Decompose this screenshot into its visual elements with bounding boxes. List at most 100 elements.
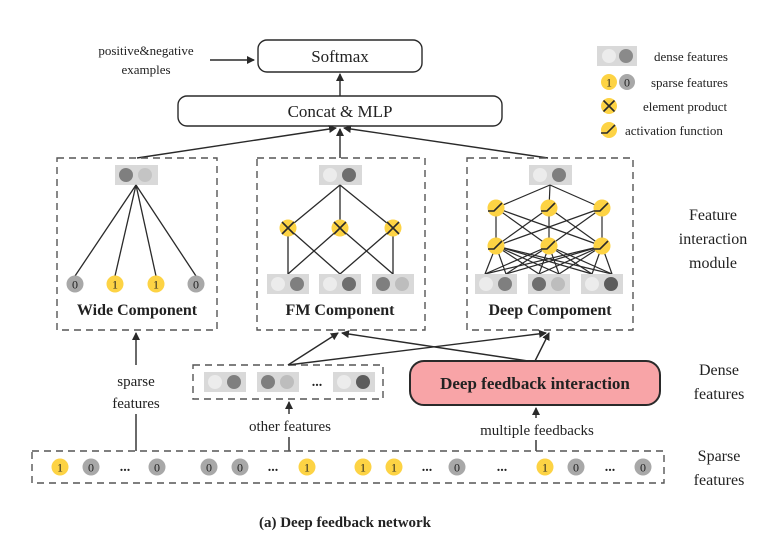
svg-text:0: 0 bbox=[193, 278, 199, 292]
sparse-features-label-2: features bbox=[694, 472, 745, 489]
deep-input-embedding bbox=[475, 274, 517, 294]
other-to-fm-arrow bbox=[287, 332, 339, 366]
svg-text:0: 0 bbox=[640, 461, 646, 475]
sparse-features-row-box bbox=[31, 450, 665, 484]
fm-product-node bbox=[331, 219, 349, 237]
deep-hidden-node-layer1 bbox=[487, 199, 505, 217]
deep-hidden-node-layer1 bbox=[540, 199, 558, 217]
svg-text:0: 0 bbox=[88, 461, 94, 475]
figure-caption: (a) Deep feedback network bbox=[259, 515, 432, 531]
deep-hidden-node-layer2 bbox=[487, 237, 505, 255]
svg-text:0: 0 bbox=[206, 461, 212, 475]
feedback-to-deep-arrow bbox=[534, 332, 550, 362]
sparse-feature-node: 1 bbox=[536, 458, 554, 476]
legend-activation-icon bbox=[601, 122, 617, 138]
wide-input-node: 1 bbox=[106, 275, 124, 293]
legend-activation-label: activation function bbox=[625, 123, 723, 138]
deep-dense-dot-2 bbox=[552, 168, 566, 182]
fm-dense-dot-2 bbox=[342, 168, 356, 182]
sparse-feature-node: 1 bbox=[354, 458, 372, 476]
wide-input-node: 1 bbox=[147, 275, 165, 293]
wide-input-node: 0 bbox=[187, 275, 205, 293]
sparse-feature-node: 0 bbox=[567, 458, 585, 476]
softmax-label: Softmax bbox=[311, 47, 369, 66]
fm-component-title: FM Component bbox=[286, 302, 396, 319]
wide-dense-dot-1 bbox=[119, 168, 133, 182]
deep-input-embedding bbox=[528, 274, 570, 294]
pos-neg-label-line1: positive&negative bbox=[98, 43, 194, 58]
svg-text:0: 0 bbox=[72, 278, 78, 292]
svg-text:1: 1 bbox=[304, 461, 310, 475]
sparse-ellipsis: ... bbox=[120, 460, 131, 475]
deep-component: Deep Compoment bbox=[466, 157, 634, 331]
other-features-label: other features bbox=[249, 419, 331, 435]
fm-input-embedding bbox=[319, 274, 361, 294]
sparse-feature-node: 1 bbox=[385, 458, 403, 476]
deep-hidden-node-layer2 bbox=[593, 237, 611, 255]
feature-interaction-label-1: Feature bbox=[689, 207, 737, 224]
other-features-box bbox=[192, 364, 384, 400]
sparse-ellipsis: ... bbox=[605, 460, 616, 475]
sparse-feature-node: 0 bbox=[200, 458, 218, 476]
fm-input-embedding bbox=[267, 274, 309, 294]
concat-mlp-label: Concat & MLP bbox=[288, 102, 393, 121]
sparse-features-mid-label-1: sparse bbox=[117, 374, 155, 390]
fm-input-embedding bbox=[372, 274, 414, 294]
feature-interaction-label-3: module bbox=[689, 255, 737, 272]
sparse-ellipsis: ... bbox=[422, 460, 433, 475]
svg-text:0: 0 bbox=[454, 461, 460, 475]
svg-text:1: 1 bbox=[391, 461, 397, 475]
legend: dense features 1 0 sparse features eleme… bbox=[597, 46, 728, 138]
wide-to-concat-arrow bbox=[136, 125, 337, 159]
fm-dense-dot-1 bbox=[323, 168, 337, 182]
sparse-feature-node: 1 bbox=[51, 458, 69, 476]
svg-text:0: 0 bbox=[237, 461, 243, 475]
feedback-to-fm-arrow bbox=[341, 330, 529, 362]
legend-sparse-label: sparse features bbox=[651, 75, 728, 90]
svg-text:1: 1 bbox=[360, 461, 366, 475]
sparse-feature-node: 0 bbox=[448, 458, 466, 476]
svg-text:0: 0 bbox=[573, 461, 579, 475]
sparse-feature-node: 0 bbox=[82, 458, 100, 476]
legend-product-icon bbox=[601, 98, 617, 114]
legend-dense-light-dot bbox=[602, 49, 616, 63]
sparse-features-mid-label-2: features bbox=[112, 396, 160, 412]
multiple-feedbacks-label: multiple feedbacks bbox=[480, 423, 594, 439]
deep-component-title: Deep Compoment bbox=[488, 302, 612, 319]
svg-text:1: 1 bbox=[606, 76, 612, 90]
fm-component-box bbox=[256, 157, 426, 331]
sparse-feature-node: 1 bbox=[298, 458, 316, 476]
svg-text:1: 1 bbox=[153, 278, 159, 292]
sparse-features-label-1: Sparse bbox=[698, 448, 741, 465]
svg-text:1: 1 bbox=[57, 461, 63, 475]
deep-component-box bbox=[466, 157, 634, 331]
svg-text:1: 1 bbox=[542, 461, 548, 475]
svg-text:0: 0 bbox=[154, 461, 160, 475]
fm-product-node bbox=[279, 219, 297, 237]
wide-dense-dot-2 bbox=[138, 168, 152, 182]
dense-features-label-1: Dense bbox=[699, 362, 739, 379]
other-to-deep-arrow bbox=[287, 329, 547, 366]
sparse-feature-node: 0 bbox=[231, 458, 249, 476]
legend-dense-label: dense features bbox=[654, 49, 728, 64]
other-dense-embedding bbox=[257, 372, 299, 392]
sparse-ellipsis: ... bbox=[497, 460, 508, 475]
deep-feedback-interaction-label: Deep feedback interaction bbox=[440, 374, 630, 393]
other-dense-embedding bbox=[333, 372, 375, 392]
wide-component-box bbox=[56, 157, 218, 331]
wide-input-node: 0 bbox=[66, 275, 84, 293]
sparse-ellipsis: ... bbox=[268, 460, 279, 475]
deep-input-embedding bbox=[581, 274, 623, 294]
fm-component: FM Component bbox=[256, 157, 426, 331]
svg-text:1: 1 bbox=[112, 278, 118, 292]
fm-product-node bbox=[384, 219, 402, 237]
pos-neg-label-line2: examples bbox=[121, 62, 170, 77]
deep-hidden-node-layer2 bbox=[540, 237, 558, 255]
legend-product-label: element product bbox=[643, 99, 727, 114]
deep-dense-dot-1 bbox=[533, 168, 547, 182]
other-features-ellipsis: ... bbox=[312, 375, 323, 390]
dense-features-label-2: features bbox=[694, 386, 745, 403]
deep-hidden-node-layer1 bbox=[593, 199, 611, 217]
